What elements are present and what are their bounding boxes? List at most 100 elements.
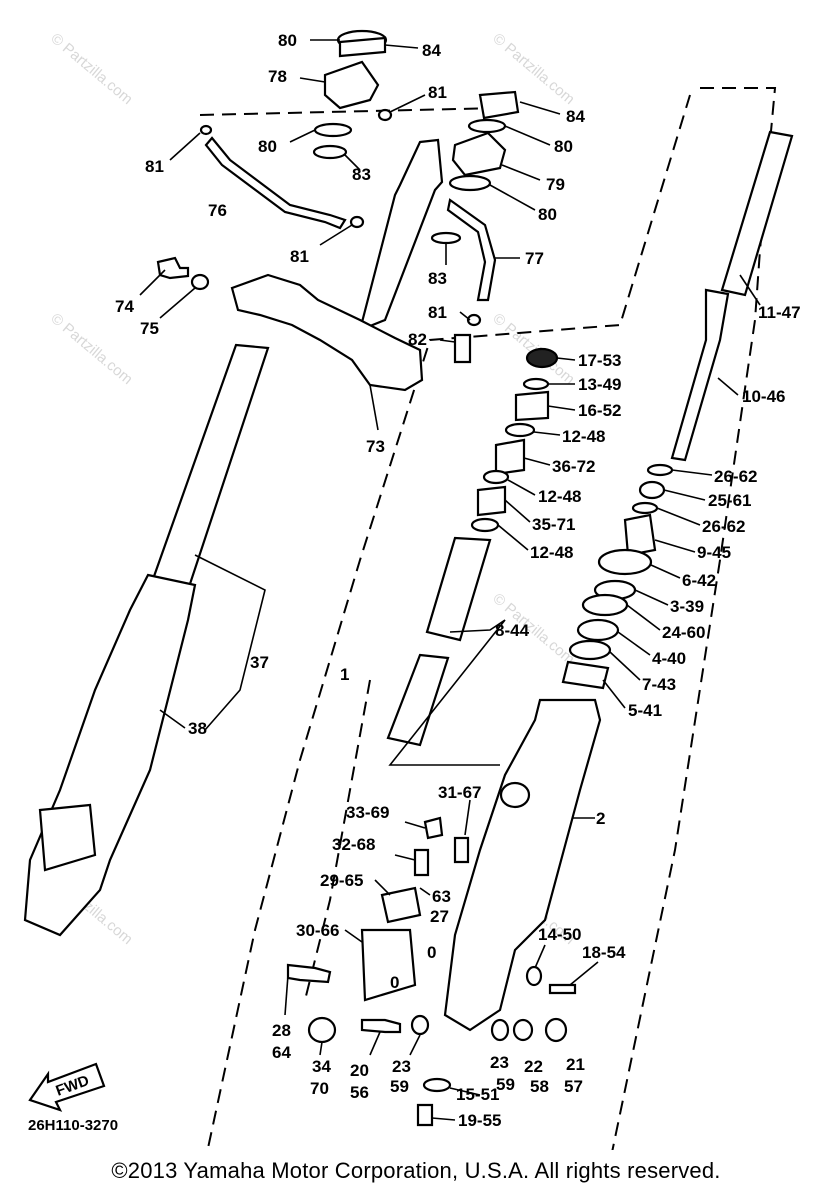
spring-8-44-lower xyxy=(386,653,450,747)
joint-82 xyxy=(453,333,472,364)
bolt-19-55 xyxy=(416,1103,434,1127)
leader-line xyxy=(459,311,471,321)
part-label: 81 xyxy=(145,157,164,176)
part-label: 14-50 xyxy=(538,925,581,944)
leader-line xyxy=(626,604,661,631)
part-label: 64 xyxy=(272,1043,291,1062)
oring-81-d xyxy=(466,313,482,327)
plug-33-69 xyxy=(423,816,444,840)
outer-tube-left xyxy=(23,573,197,937)
part-label: 82 xyxy=(408,330,427,349)
part-label: 23 xyxy=(392,1057,411,1076)
leader-line xyxy=(739,274,761,306)
leader-line xyxy=(409,1034,421,1056)
washer-12-48-c xyxy=(470,517,500,533)
part-label: 25-61 xyxy=(708,491,751,510)
leader-line xyxy=(159,287,196,319)
spring-11-47 xyxy=(720,130,794,297)
leader-line xyxy=(634,589,669,606)
clip-83-b xyxy=(430,231,462,245)
oring-81-b xyxy=(199,124,213,136)
part-label: 28 xyxy=(272,1021,291,1040)
leader-line xyxy=(194,554,266,731)
leader-line xyxy=(344,154,361,171)
part-label: 13-49 xyxy=(578,375,621,394)
seal-24-60 xyxy=(581,593,629,617)
clip-83-a xyxy=(312,144,348,160)
leader-line xyxy=(369,1031,381,1056)
caliper-holder-30-66 xyxy=(360,928,417,1002)
leader-line xyxy=(169,132,201,161)
part-label: 59 xyxy=(390,1077,409,1096)
bolt-28-64 xyxy=(286,963,332,984)
leader-line xyxy=(654,539,696,553)
part-label: 17-53 xyxy=(578,351,621,370)
part-label: 56 xyxy=(350,1083,369,1102)
part-label: 7-43 xyxy=(642,675,676,694)
part-label: 5-41 xyxy=(628,701,662,720)
part-label: 0 xyxy=(390,973,399,992)
leader-line xyxy=(504,125,551,146)
bearing-84-right xyxy=(478,90,520,120)
leader-line xyxy=(404,821,426,829)
leader-lines xyxy=(139,39,761,1121)
part-label: 23 xyxy=(490,1053,509,1072)
part-label: 9-45 xyxy=(697,543,731,562)
bushing-5-41 xyxy=(561,660,610,690)
part-label: 12-48 xyxy=(562,427,605,446)
part-label: 79 xyxy=(546,175,565,194)
oring-13-49 xyxy=(522,377,550,391)
leader-line xyxy=(419,887,431,896)
upper-parts xyxy=(156,29,520,392)
part-label: 34 xyxy=(312,1057,331,1076)
washer-15-51 xyxy=(422,1077,452,1093)
leader-line xyxy=(139,269,166,296)
holder-79 xyxy=(451,131,507,177)
upper-bracket-boundary xyxy=(199,107,501,116)
bolt-18-54 xyxy=(548,983,577,995)
part-label: 83 xyxy=(428,269,447,288)
left-fork-assembly xyxy=(23,343,270,937)
bolt-31-67 xyxy=(453,836,470,864)
leader-line xyxy=(374,879,391,896)
part-label: 35-71 xyxy=(532,515,575,534)
part-label: 80 xyxy=(554,137,573,156)
part-label: 16-52 xyxy=(578,401,621,420)
part-label: 58 xyxy=(530,1077,549,1096)
dust-cap xyxy=(499,781,531,809)
leader-line xyxy=(663,489,706,501)
part-label: 80 xyxy=(258,137,277,156)
part-label: 8-44 xyxy=(495,621,530,640)
leader-line xyxy=(501,164,541,181)
watermark: © Partzilla.com xyxy=(47,30,135,108)
washer-23-59-b xyxy=(490,1018,510,1042)
part-label: 22 xyxy=(524,1057,543,1076)
collar-16-52 xyxy=(514,390,550,422)
part-label: 70 xyxy=(310,1079,329,1098)
brake-hose-76 xyxy=(204,136,347,230)
leader-line xyxy=(523,457,551,466)
leader-line xyxy=(384,44,419,49)
leader-line xyxy=(504,499,531,523)
part-label: 19-55 xyxy=(458,1111,501,1130)
bracket-29-65 xyxy=(380,886,422,924)
leader-line xyxy=(556,357,576,361)
leader-line xyxy=(431,1117,456,1121)
part-label: 78 xyxy=(268,67,287,86)
oring-81-c xyxy=(349,215,365,229)
leader-line xyxy=(547,405,576,411)
part-label: 81 xyxy=(428,303,447,322)
leader-line xyxy=(534,944,546,969)
part-label: 76 xyxy=(208,201,227,220)
part-label: 27 xyxy=(430,907,449,926)
bearing-84-top xyxy=(338,36,387,58)
outer-tube-2 xyxy=(443,698,602,1032)
under-bracket-73 xyxy=(230,273,424,392)
right-outer-tube xyxy=(286,698,602,1127)
cap-bolt-17-53 xyxy=(525,347,559,369)
part-label: 18-54 xyxy=(582,943,626,962)
leader-line xyxy=(533,431,561,436)
brake-hose-77 xyxy=(446,198,497,302)
part-label: 15-51 xyxy=(456,1085,499,1104)
part-label: 73 xyxy=(366,437,385,456)
